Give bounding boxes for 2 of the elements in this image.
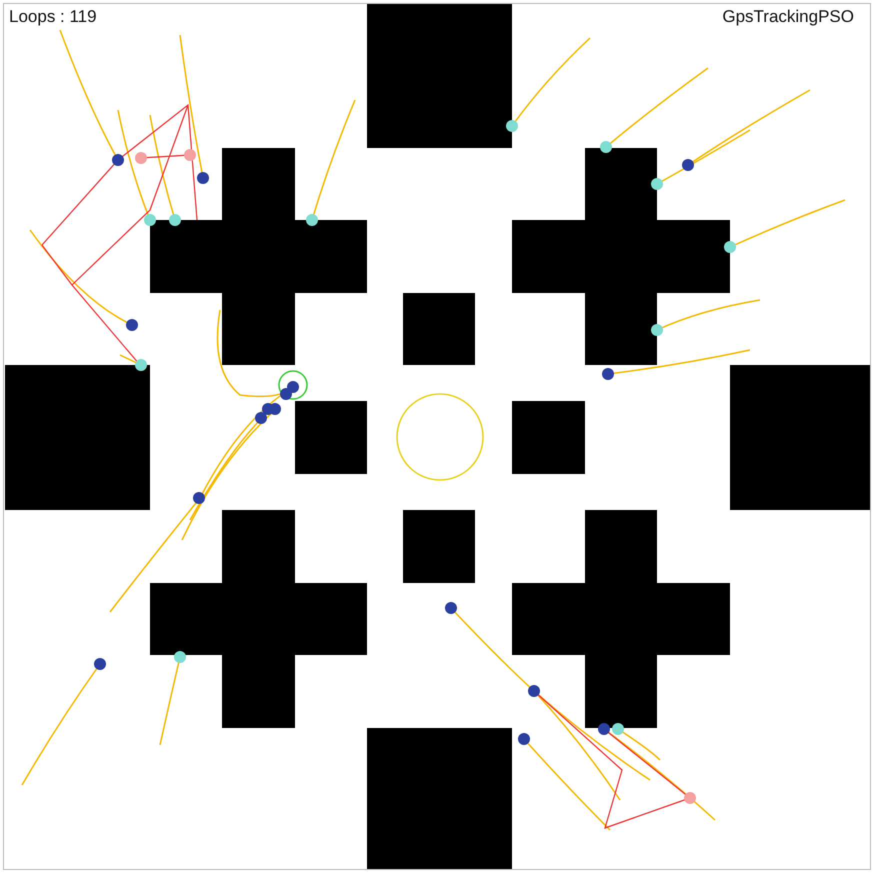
loop-counter: Loops : 119 xyxy=(9,7,97,27)
simulation-title: GpsTrackingPSO xyxy=(722,7,854,27)
